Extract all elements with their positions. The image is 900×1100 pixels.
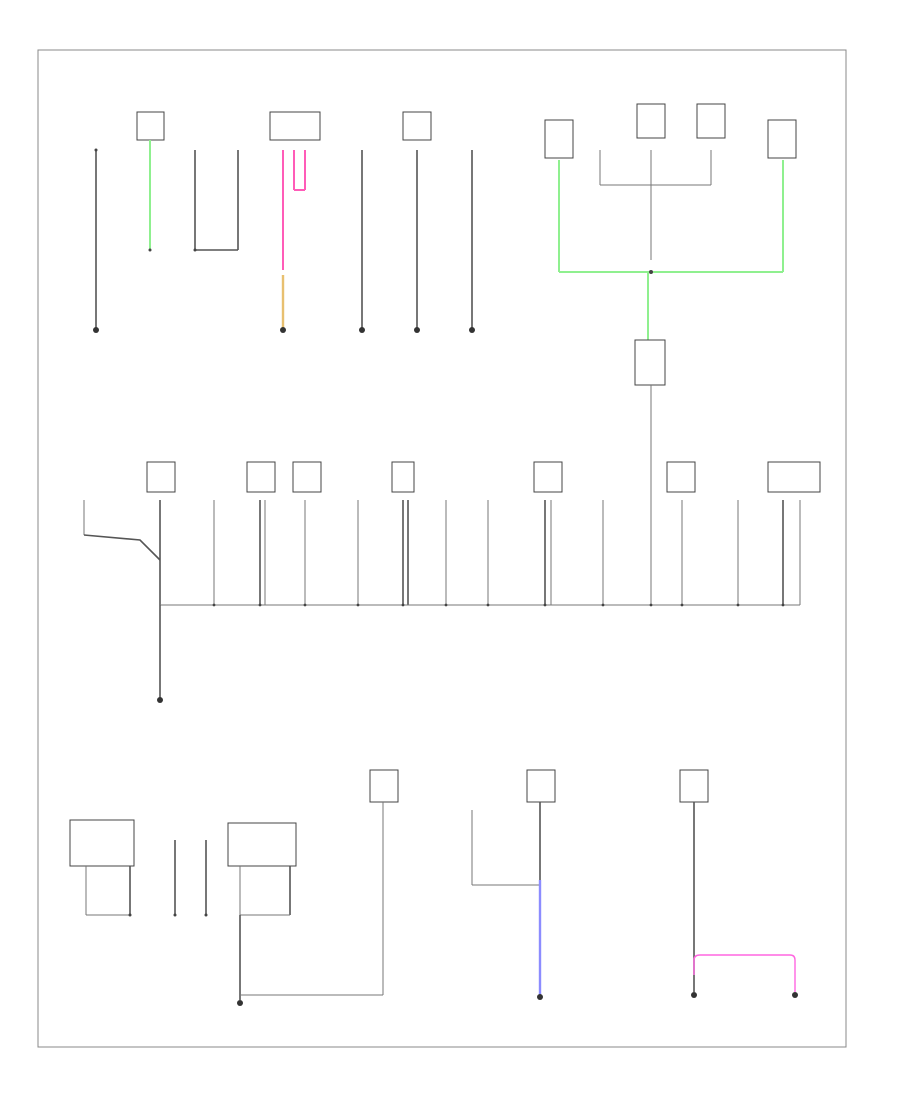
component-box <box>533 461 563 493</box>
bottom-left-connectors <box>69 769 399 1006</box>
component-box <box>679 769 709 803</box>
component-box <box>526 769 556 803</box>
component-box <box>391 461 415 493</box>
diagram-frame <box>37 49 847 1048</box>
connector-box <box>69 819 135 867</box>
component-box <box>767 461 821 493</box>
ground-bus <box>157 603 800 703</box>
component-box <box>369 769 399 803</box>
bottom-section <box>69 769 798 1006</box>
bottom-center-connectors <box>471 769 556 1000</box>
component-box <box>544 119 574 159</box>
pink-wire-group <box>269 111 321 333</box>
component-box <box>269 111 321 141</box>
top-section <box>93 103 797 605</box>
component-box <box>666 461 696 493</box>
connector-box <box>227 822 297 867</box>
component-box <box>402 111 432 141</box>
middle-section <box>83 461 821 703</box>
mid-modules <box>146 461 821 493</box>
bottom-right-connectors <box>679 769 798 998</box>
mid-vertical-wires <box>83 500 801 605</box>
mid-top-connectors <box>359 111 475 333</box>
component-box <box>246 461 276 493</box>
component-box <box>146 461 176 493</box>
component-box <box>636 103 666 139</box>
top-left-connectors <box>93 111 239 333</box>
component-box <box>292 461 322 493</box>
component-box <box>696 103 726 139</box>
component-box <box>767 119 797 159</box>
component-box <box>634 339 666 386</box>
top-right-modules <box>544 103 797 605</box>
component-box <box>136 111 165 141</box>
